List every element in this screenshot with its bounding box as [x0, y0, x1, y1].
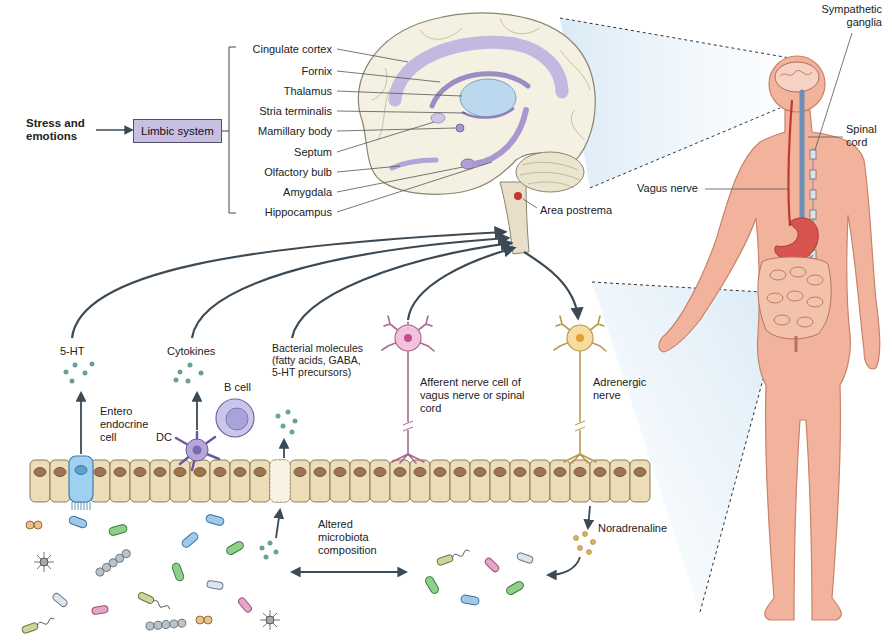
- brain-small-gyri: [780, 70, 812, 76]
- release-arrow: [283, 440, 285, 458]
- effect-arrow: [548, 557, 580, 575]
- intestine-coils: [767, 267, 823, 327]
- molecule-label: Noradrenaline: [598, 522, 667, 535]
- gyri: [372, 18, 590, 140]
- release-arrow: [588, 506, 590, 528]
- brain-region-label: Thalamus: [284, 85, 332, 98]
- anatomy-label: Sympathetic ganglia: [807, 3, 882, 29]
- anatomy-label: Vagus nerve: [637, 182, 698, 195]
- hippocampus: [474, 110, 526, 164]
- head: [769, 56, 825, 112]
- cell-label: Adrenergic nerve: [593, 376, 659, 402]
- brain-region-label: Amygdala: [283, 186, 332, 199]
- cytokine-dots: [174, 363, 204, 384]
- brain-region-label: Fornix: [301, 65, 332, 78]
- brain-region-label: Septum: [294, 146, 332, 159]
- body-leader-lines: [705, 33, 852, 189]
- epithelium: [30, 460, 650, 502]
- brain-region-label: Mamillary body: [258, 125, 332, 138]
- input-arrow: [96, 129, 132, 131]
- molecule-label: Bacterial molecules (fatty acids, GABA, …: [272, 342, 367, 378]
- stria-terminalis: [462, 108, 514, 118]
- brain-small: [775, 62, 819, 92]
- permeable-cell: [270, 460, 290, 502]
- thalamus: [460, 79, 516, 117]
- rectum: [795, 336, 798, 352]
- release-arrow: [80, 393, 82, 454]
- cell-label: Entero endocrine cell: [100, 405, 156, 444]
- cell-label: DC: [156, 431, 172, 444]
- anatomy-label: Spinal cord: [846, 123, 886, 149]
- brain: [358, 13, 595, 254]
- molecule-label: 5-HT: [60, 345, 84, 358]
- vagus-nerve: [789, 100, 792, 226]
- mamillary-body: [456, 124, 464, 132]
- brain-region-label: Hippocampus: [265, 206, 332, 219]
- release-arrow: [276, 510, 280, 538]
- box-text: Limbic system: [141, 124, 214, 138]
- cell-label: B cell: [224, 381, 251, 394]
- molecule-dots: [276, 410, 298, 435]
- cerebellum-folia: [520, 162, 580, 188]
- olfactory-bulb: [392, 160, 436, 168]
- enteroendocrine-cell: [69, 456, 93, 510]
- limbic-system-box: Limbic system: [133, 119, 222, 143]
- brain-region-label: Cingulate cortex: [253, 43, 333, 56]
- change-arrow: [292, 571, 406, 573]
- b-cell: [216, 399, 254, 437]
- molecule-label: Cytokines: [167, 345, 215, 358]
- b-cell-nucleus: [226, 408, 248, 430]
- area-postrema: [514, 192, 522, 200]
- septum: [431, 113, 445, 123]
- bracket: [222, 47, 236, 213]
- brain-region-label: Stria terminalis: [259, 105, 332, 118]
- stomach: [775, 218, 818, 260]
- brain-region-label: Olfactory bulb: [264, 166, 332, 179]
- cell-label: Afferent nerve cell of vagus nerve or sp…: [420, 376, 528, 415]
- dendritic-cell: [176, 432, 219, 470]
- noradrenaline-dots: [574, 532, 596, 555]
- brain-region-label: Area postrema: [540, 204, 612, 217]
- molecule-dots: [260, 541, 279, 560]
- serotonin-dots: [64, 362, 95, 384]
- process-label: Altered microbiota composition: [318, 518, 393, 557]
- microbiota: [21, 514, 533, 634]
- intestine: [758, 257, 831, 339]
- input-label: Stress and emotions: [26, 117, 96, 143]
- release-arrow: [196, 393, 198, 430]
- leader-lines: [337, 49, 537, 212]
- signal-arrows: [72, 232, 578, 338]
- cerebellum: [516, 152, 584, 192]
